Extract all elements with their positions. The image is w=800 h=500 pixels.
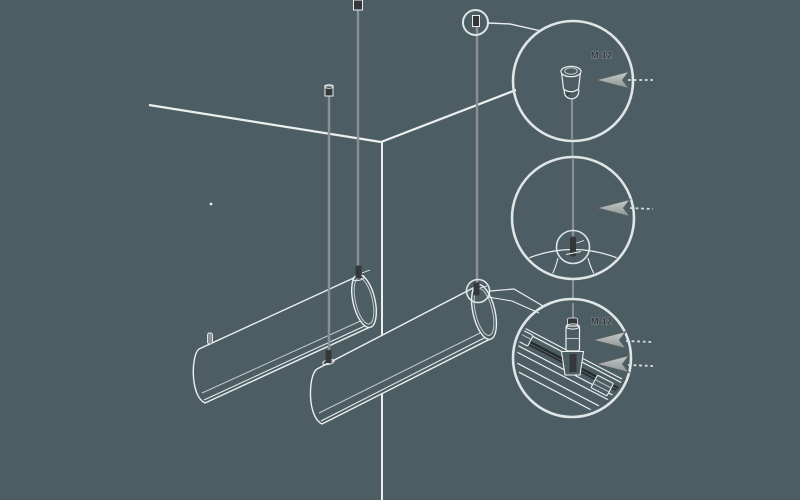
speck-dot xyxy=(209,202,213,206)
track-rail-line xyxy=(517,366,621,413)
cable-gripper xyxy=(570,236,576,257)
room-outline xyxy=(148,88,517,500)
thread-size-label: M 12 xyxy=(591,317,612,327)
arrow-dashed-leader xyxy=(627,364,654,367)
detail-ring xyxy=(511,297,633,419)
luminaire-tube-front xyxy=(309,283,498,425)
gripper-tab xyxy=(576,240,585,244)
arrow-dashed-leader xyxy=(629,207,654,210)
detail-ring xyxy=(511,19,635,143)
detail-circle-cable-gripper xyxy=(510,155,654,281)
insert-arrow-icon xyxy=(592,331,627,349)
track-end-cap-right xyxy=(590,374,614,397)
suspension-pin xyxy=(207,332,213,345)
claw-slot xyxy=(569,354,577,372)
suspension-cable-front xyxy=(462,9,544,314)
cable-gripper xyxy=(473,282,480,296)
ceiling-fixing-fitting xyxy=(472,15,480,27)
ceiling-edge-right xyxy=(380,88,517,144)
thread-size-label: M 12 xyxy=(591,51,612,61)
sleeve-rim xyxy=(565,323,580,330)
ceiling-fixing-fitting xyxy=(353,0,363,11)
callout-circle-top xyxy=(462,9,489,36)
fitting-rim xyxy=(324,84,334,89)
callout-leader-top xyxy=(487,22,542,32)
anchor-cup-rim-inner xyxy=(564,67,578,75)
tube-bottom-inner-edge xyxy=(203,323,370,401)
anchor-cup-body xyxy=(560,71,582,93)
gripper-base-line xyxy=(565,251,582,255)
detail-circle-ceiling-mount: M 12 xyxy=(511,19,653,143)
suspension-cable-rear xyxy=(352,0,371,282)
cable-gripper xyxy=(325,350,332,363)
gripper-tab xyxy=(479,285,488,289)
callout-leader-bottom-2 xyxy=(487,296,540,314)
callout-leader-bottom-1 xyxy=(489,288,544,307)
arrow-dashed-leader xyxy=(625,340,653,343)
detail-ring xyxy=(510,155,636,281)
ceiling-fixing-fitting xyxy=(324,85,334,97)
callout-circle-bottom xyxy=(465,278,491,304)
insert-arrow-icon xyxy=(595,355,630,373)
insert-arrow-icon xyxy=(596,199,631,217)
suspension-cable-middle xyxy=(322,84,335,366)
tube-seam-line xyxy=(201,317,368,394)
gripper-tab xyxy=(361,269,371,274)
gripper-highlight-ring xyxy=(555,229,591,265)
ceiling-edge-left xyxy=(148,103,382,144)
cable-gripper xyxy=(355,265,362,279)
tube-bottom-inner-edge xyxy=(320,335,489,422)
insert-arrow-icon xyxy=(595,71,630,89)
track-rail-line xyxy=(517,348,623,408)
detail-circle-track-mount: M 12 xyxy=(511,297,654,419)
tube-end-contour-left xyxy=(535,257,559,277)
tube-end-contour-right xyxy=(587,257,610,277)
tube-seam-line xyxy=(318,329,487,414)
